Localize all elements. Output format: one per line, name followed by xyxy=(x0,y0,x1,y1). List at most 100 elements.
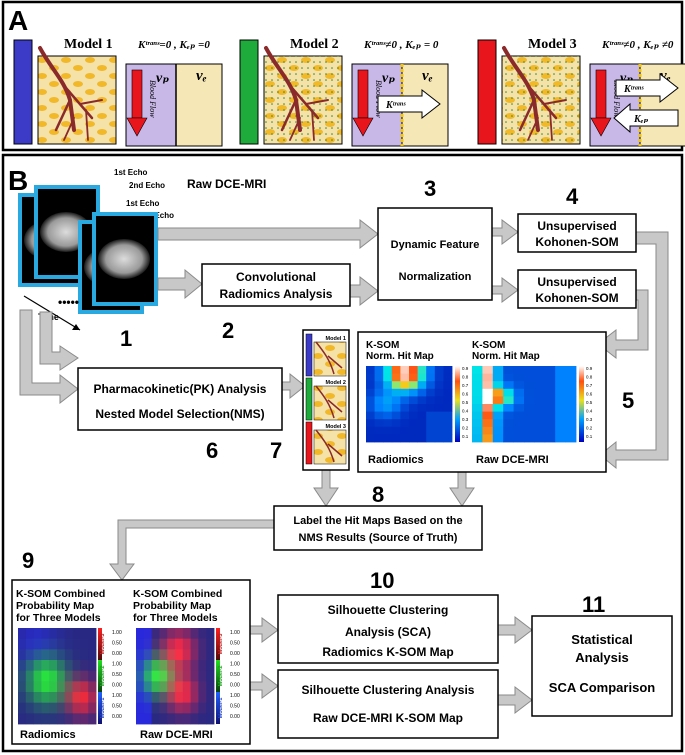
hitmap-radiomics-label: Radiomics xyxy=(368,454,424,466)
model-2-ktrans-arrow xyxy=(377,88,441,120)
hitmap-r-title-1: K-SOM xyxy=(366,340,399,351)
panel-b-letter: B xyxy=(8,165,28,196)
panel-a: A Blood Flow vₚ vₑ Model 1 Kᵗʳᵃⁿˢ=0 , Kₑₚ =0… xyxy=(1,0,685,152)
model-1-title: Model 1 xyxy=(64,37,113,52)
sca-raw-line-2: Raw DCE-MRI K-SOM Map xyxy=(313,711,463,725)
combined-scale-tick: 0.00 xyxy=(112,651,122,657)
flow-arrows xyxy=(19,218,669,715)
comb-raw-title-1: K-SOM Combined xyxy=(133,588,222,600)
step-number-2: 2 xyxy=(222,318,234,343)
model-3-kep-label: Kₑₚ xyxy=(633,114,648,125)
combined-axis-label: Model-2 xyxy=(218,666,224,687)
mini-models-box: Model 1 Model 2 Model 3 xyxy=(302,329,350,471)
model-2-vp-label: vₚ xyxy=(382,71,395,86)
echo1-label-2: 1st Echo xyxy=(126,199,159,208)
model-1-equation: Kᵗʳᵃⁿˢ=0 , Kₑₚ =0 xyxy=(137,39,210,51)
panel-a-letter: A xyxy=(8,5,28,36)
model-1-ve-label: vₑ xyxy=(196,68,207,84)
combined-scale-tick: 0.50 xyxy=(112,704,122,710)
comb-r-title-1: K-SOM Combined xyxy=(16,588,105,600)
combined-map-radiomics xyxy=(18,628,97,725)
pk-line-2: Nested Model Selection(NMS) xyxy=(95,407,264,421)
model-2-vessel-bar xyxy=(239,39,259,145)
sca-r-line-2: Analysis (SCA) xyxy=(345,625,431,639)
mri-slice-4 xyxy=(92,212,158,306)
hitmap-raw-title-2: Norm. Hit Map xyxy=(472,351,540,362)
combined-scale-tick: 0.50 xyxy=(112,672,122,678)
hitmap-box: K-SOM Norm. Hit Map K-SOM Norm. Hit Map … xyxy=(357,331,607,473)
combined-scale-tick: 1.00 xyxy=(112,630,122,636)
mini-model-2-label: Model 2 xyxy=(326,380,346,386)
model-2-vessel-tree xyxy=(264,46,329,141)
hitmap-scale-tick: 0.2 xyxy=(586,426,593,431)
hitmap-scale-tick: 0.4 xyxy=(586,409,593,414)
step-number-8: 8 xyxy=(372,482,384,507)
combined-scale-tick: 0.00 xyxy=(112,683,122,689)
mini-model-1-label: Model 1 xyxy=(326,336,346,342)
model-3-blood-flow-label: Blood Flow xyxy=(612,80,621,118)
model-1-vessel-bar xyxy=(13,39,33,145)
sca-raw-line-1: Silhouette Clustering Analysis xyxy=(302,683,475,697)
hitmap-scale-tick: 0.1 xyxy=(462,434,469,439)
model-1-vessel-tree xyxy=(38,46,103,141)
hitmap-scale-tick: 0.8 xyxy=(586,375,593,380)
model-3-title: Model 3 xyxy=(528,37,577,52)
combined-axis-label: Model-3 xyxy=(218,634,224,655)
label-line-1: Label the Hit Maps Based on the xyxy=(293,515,462,527)
comb-raw-label: Raw DCE-MRI xyxy=(140,729,213,741)
comb-radiomics-label: Radiomics xyxy=(20,729,76,741)
mini-model-3: Model 3 xyxy=(305,421,347,465)
sca-raw-box: Silhouette Clustering Analysis Raw DCE-M… xyxy=(277,669,499,739)
combined-map-raw xyxy=(136,628,215,725)
model-3-blood-flow-arrow xyxy=(595,69,607,119)
step-number-9: 9 xyxy=(22,548,34,573)
raw-dce-title: Raw DCE-MRI xyxy=(187,177,266,191)
model-2-title: Model 2 xyxy=(290,37,339,52)
stat-line-2: Analysis xyxy=(575,650,628,665)
dynamic-line-2: Normalization xyxy=(399,271,472,283)
panel-b: B 1st Echo 2nd Echo Raw DCE-MRI 1st Echo… xyxy=(1,153,684,753)
combined-scale-tick: 0.00 xyxy=(230,714,240,720)
hitmap-scale-tick: 0.6 xyxy=(462,392,469,397)
combined-scale-tick: 1.00 xyxy=(230,630,240,636)
combined-axis-label: Model-3 xyxy=(100,634,106,655)
hitmap-raw-colorbar xyxy=(579,366,584,442)
conv-line-2: Radiomics Analysis xyxy=(220,287,333,301)
conv-line-1: Convolutional xyxy=(236,270,316,284)
comb-r-title-3: for Three Models xyxy=(16,612,101,624)
hitmap-scale-tick: 0.5 xyxy=(586,400,593,405)
model-3-kep-arrow xyxy=(613,102,679,134)
model-1-vp-label: vₚ xyxy=(156,71,169,86)
combined-scale-tick: 1.00 xyxy=(112,662,122,668)
ksom-a-line-2: Kohonen-SOM xyxy=(535,235,618,249)
hitmap-scale-tick: 0.9 xyxy=(462,366,469,371)
pk-analysis-box: Pharmacokinetic(PK) Analysis Nested Mode… xyxy=(77,367,283,431)
model-3-ve-label: vₑ xyxy=(660,68,671,84)
hitmap-scale-tick: 0.2 xyxy=(462,426,469,431)
mri-stack: 1st Echo 2nd Echo Raw DCE-MRI 1st Echo 2… xyxy=(18,168,266,331)
ksom-b-line-2: Kohonen-SOM xyxy=(535,291,618,305)
model-3-vessel-bar xyxy=(477,39,497,145)
mini-model-2: Model 2 xyxy=(305,377,347,421)
model-2-ktrans-label: Kᵗʳᵃⁿˢ xyxy=(385,100,406,111)
combined-scale-tick: 0.00 xyxy=(112,714,122,720)
combined-axis-label: Model-2 xyxy=(100,666,106,687)
mini-model-1: Model 1 xyxy=(305,333,347,377)
combined-scale-tick: 0.00 xyxy=(230,651,240,657)
model-1-ees-compartment xyxy=(175,63,223,147)
ksom-box-a: Unsupervised Kohonen-SOM xyxy=(517,213,637,253)
hitmap-scale-tick: 0.8 xyxy=(462,375,469,380)
time-dots: ••••• xyxy=(58,295,79,309)
stat-line-1: Statistical xyxy=(571,632,632,647)
combined-scale-tick: 0.50 xyxy=(112,641,122,647)
combined-scale-tick: 1.00 xyxy=(230,662,240,668)
convolutional-box: Convolutional Radiomics Analysis xyxy=(201,263,351,307)
combined-scale-tick: 0.50 xyxy=(230,641,240,647)
hitmap-r-colorbar xyxy=(455,366,460,442)
hitmap-scale-tick: 0.5 xyxy=(462,400,469,405)
hitmap-scale-tick: 0.7 xyxy=(462,383,469,388)
hitmap-raw-label: Raw DCE-MRI xyxy=(476,454,549,466)
stat-line-3: SCA Comparison xyxy=(549,680,655,695)
